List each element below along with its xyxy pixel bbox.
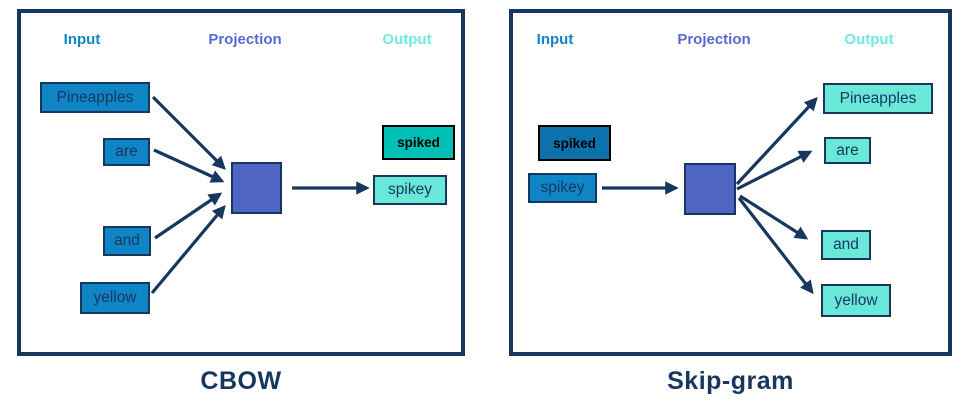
cbow-projection-box xyxy=(231,162,282,214)
arrow-projection-to-are xyxy=(736,150,813,191)
arrow-projection-to-and xyxy=(739,194,809,240)
skipgram-header-projection: Projection xyxy=(677,31,751,48)
arrow-and-to-projection xyxy=(154,192,223,240)
cbow-header-output: Output xyxy=(382,31,432,48)
cbow-center-word-spiked: spiked xyxy=(382,125,455,160)
cbow-panel: Input Projection Output Pineapples are a… xyxy=(17,9,465,356)
skipgram-panel: Input Projection Output spiked spikey Pi… xyxy=(509,9,952,356)
arrow-are-to-projection xyxy=(153,148,225,183)
arrow-yellow-to-projection xyxy=(150,204,226,295)
skipgram-output-yellow: yellow xyxy=(821,284,891,317)
cbow-input-are: are xyxy=(103,138,150,166)
arrow-pineapples-to-projection xyxy=(151,95,226,170)
arrow-projection-to-pineapples xyxy=(735,97,818,186)
cbow-input-pineapples: Pineapples xyxy=(40,82,150,113)
skipgram-input-spikey: spikey xyxy=(528,173,597,203)
cbow-input-and: and xyxy=(103,226,151,256)
skipgram-projection-box xyxy=(684,163,736,215)
arrow-projection-to-yellow xyxy=(737,197,814,295)
cbow-input-yellow: yellow xyxy=(80,282,150,314)
skipgram-header-input: Input xyxy=(536,31,574,48)
cbow-header-input: Input xyxy=(63,31,101,48)
skipgram-header-output: Output xyxy=(844,31,894,48)
cbow-output-spikey: spikey xyxy=(373,175,447,205)
skipgram-output-are: are xyxy=(824,137,871,164)
skipgram-center-word-spiked: spiked xyxy=(538,125,611,161)
cbow-header-projection: Projection xyxy=(208,31,282,48)
skipgram-output-pineapples: Pineapples xyxy=(823,83,933,114)
cbow-caption: CBOW xyxy=(200,367,282,395)
skipgram-output-and: and xyxy=(821,230,871,260)
skipgram-caption: Skip-gram xyxy=(667,367,794,395)
